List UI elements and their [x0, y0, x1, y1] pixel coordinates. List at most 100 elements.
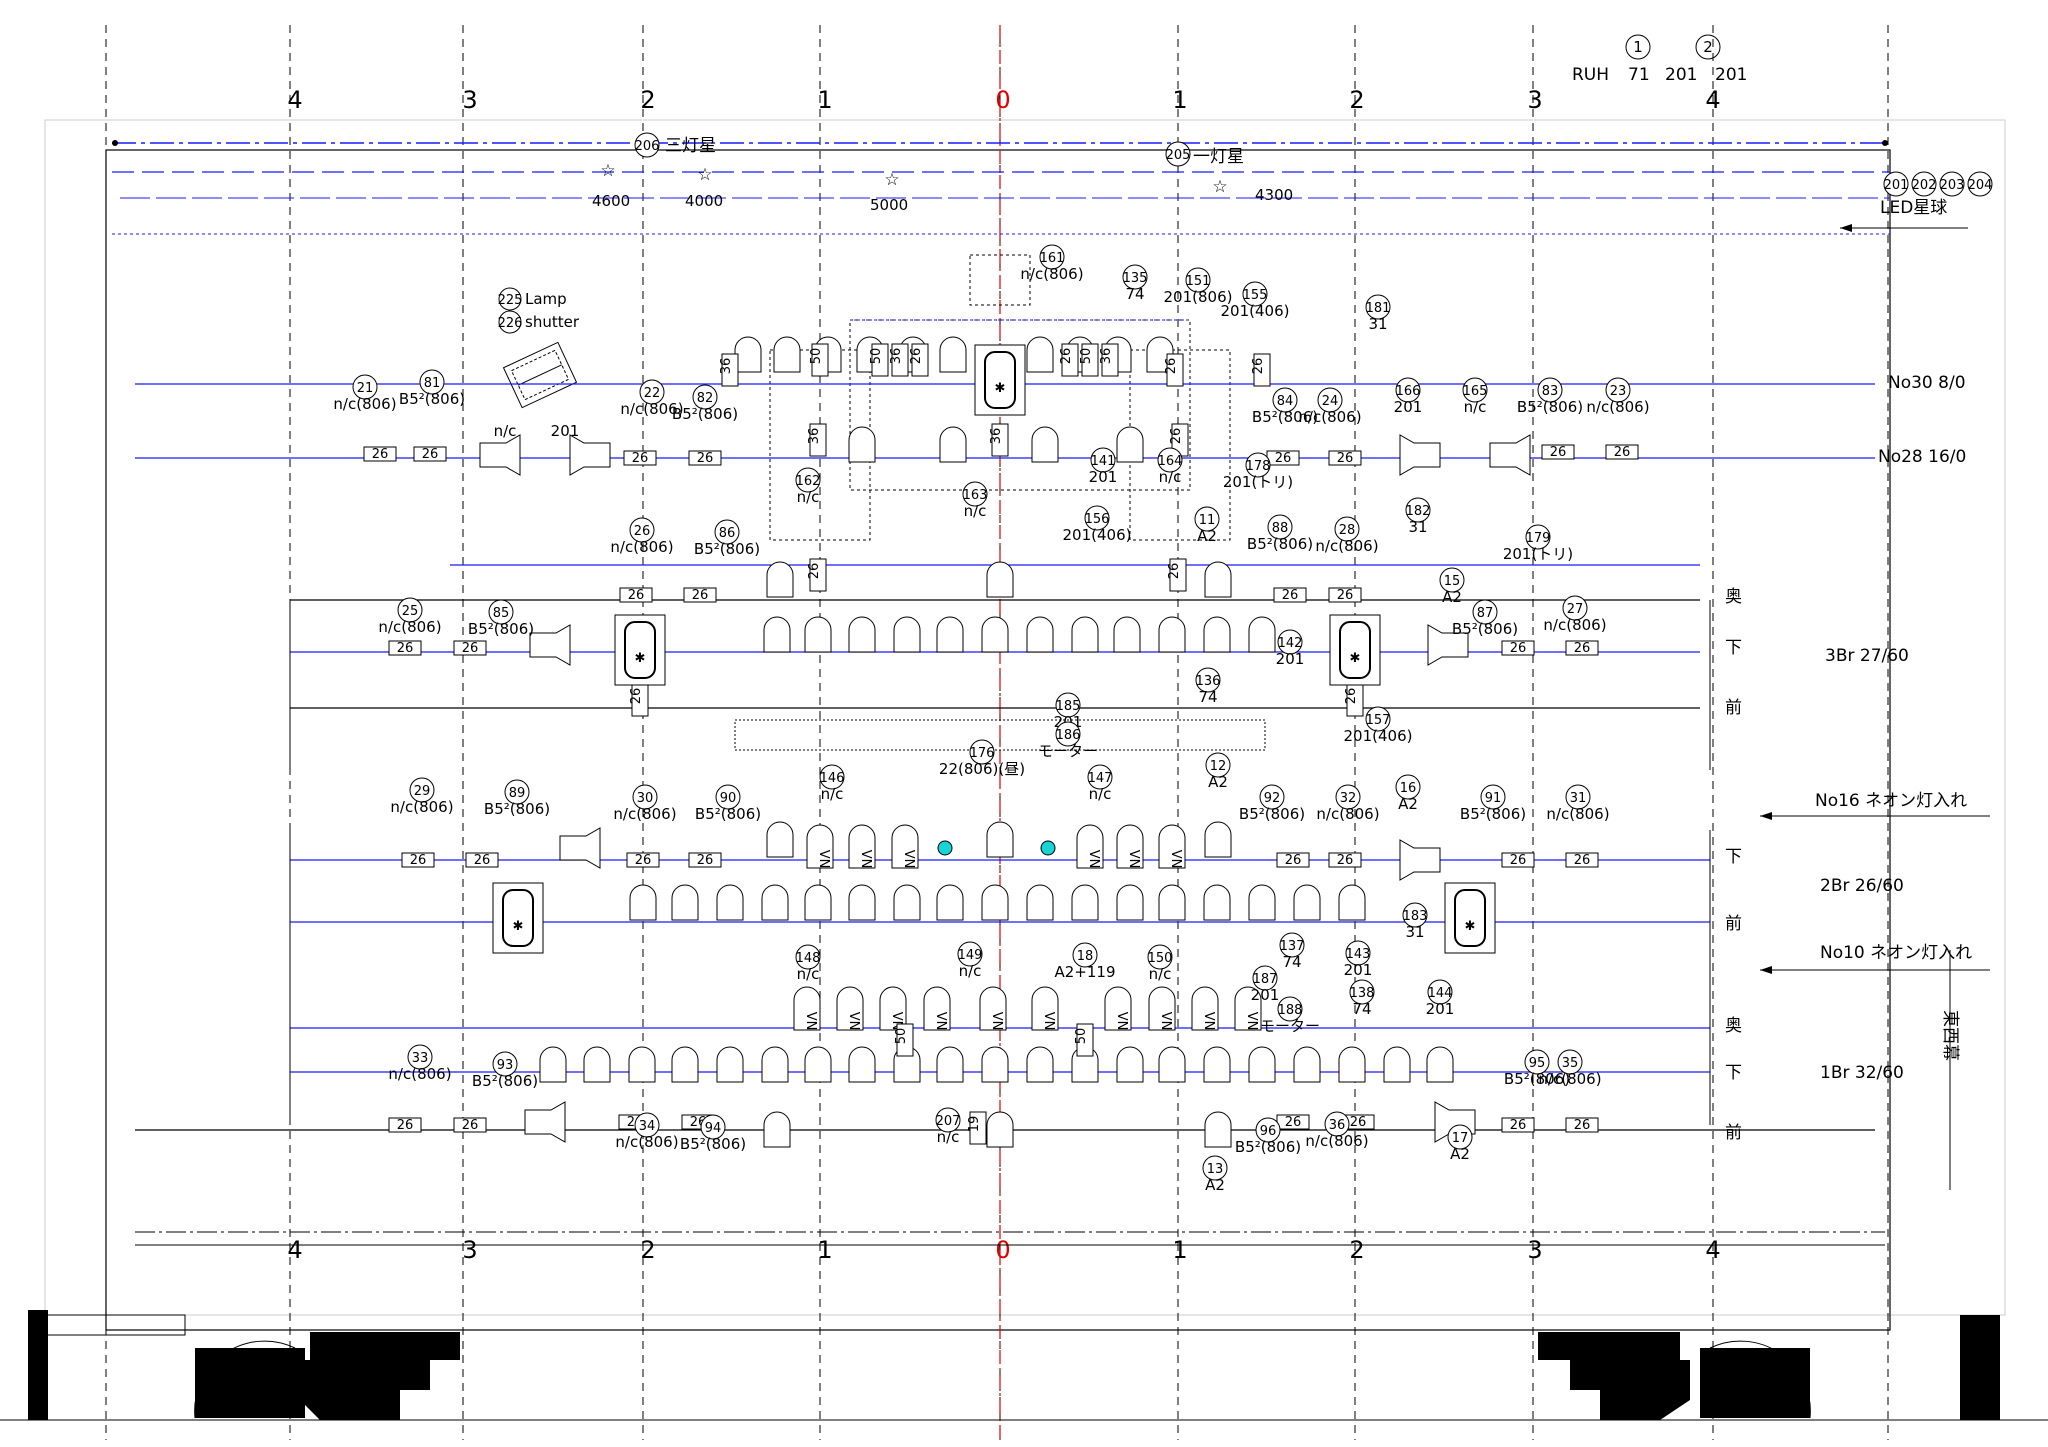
callout-text: 201: [551, 422, 580, 440]
callout-circle: [715, 784, 741, 810]
vn-fixture: [806, 824, 834, 869]
callout-text: B5²(806): [1252, 408, 1318, 426]
dimmer-box: [465, 852, 499, 868]
vn-label: VN: [1168, 850, 1183, 869]
lamp-num: 225: [498, 293, 523, 308]
dimmer-box: [1276, 852, 1310, 868]
dimmer-label: 26: [697, 451, 714, 466]
pipe-label-no28: No28 16/0: [1878, 447, 1966, 467]
callout-number: 31: [1570, 791, 1587, 806]
callout-circle: [407, 1044, 433, 1070]
vn-label: VN: [989, 1012, 1004, 1031]
callout-text: n/c: [937, 1128, 960, 1146]
callout-circle: [1345, 940, 1371, 966]
vertical-dimmer: [721, 353, 739, 387]
grid-label-bottom: 0: [995, 1236, 1010, 1264]
callout-number: 187: [1253, 972, 1278, 987]
callout-text: A2: [1208, 773, 1228, 791]
callout-number: 151: [1186, 274, 1211, 289]
vn-label: VN: [901, 850, 916, 869]
callout-number: 155: [1243, 288, 1268, 303]
legend-circle-2: 2: [1703, 38, 1713, 56]
callout-circle: [1267, 514, 1293, 540]
bridge3-shita: 下: [1725, 638, 1742, 658]
callout-text: モーター: [1260, 1017, 1320, 1035]
callout-text: 201: [1089, 468, 1118, 486]
vertical-dimmer: [871, 343, 889, 377]
bridge1-shita: 下: [1725, 1063, 1742, 1083]
par-fixture: [1204, 1111, 1232, 1148]
callout-circle: [1317, 387, 1343, 413]
vn-label: VN: [803, 1012, 818, 1031]
callout-circle: [819, 764, 845, 790]
dimmer-label: 26: [697, 853, 714, 868]
vertical-dimmer-label: 36: [989, 428, 1004, 445]
profile-spot: [529, 624, 571, 666]
callout-circle: [1402, 902, 1428, 928]
callout-text: n/c(806): [390, 798, 453, 816]
par-fixture: [1204, 561, 1232, 598]
follow-spot-icon: ✱: [995, 381, 1006, 396]
vn-label: VN: [1201, 1012, 1216, 1031]
par-fixture: [716, 884, 744, 921]
vn-fixture: [1191, 986, 1219, 1031]
dimmer-label: 26: [1337, 588, 1354, 603]
callout-text: A2: [1450, 1145, 1470, 1163]
vertical-dimmer-label: 36: [719, 358, 734, 375]
callout-number: 22: [644, 386, 661, 401]
dimmer-label: 26: [1614, 445, 1631, 460]
callout-number: 86: [719, 526, 736, 541]
dimmer-box: [1328, 587, 1362, 603]
callout-circle: [1039, 244, 1065, 270]
callout-circle: [969, 739, 995, 765]
par-fixture: [539, 1046, 567, 1083]
callout-number: 95: [1529, 1056, 1546, 1071]
bridge3-mae: 前: [1725, 698, 1742, 718]
callout-number: 136: [1196, 674, 1221, 689]
par-fixture: [986, 821, 1014, 858]
dimmer-label: 26: [462, 1118, 479, 1133]
callout-number: 23: [1610, 384, 1627, 399]
callout-circle: [1480, 784, 1506, 810]
callout-circle: [1087, 764, 1113, 790]
callout-text: 22(806)(昼): [939, 760, 1025, 778]
dimmer-label: 26: [1510, 853, 1527, 868]
dimmer-label: 26: [410, 853, 427, 868]
callout-circle: [1395, 774, 1421, 800]
callout-text: A2: [1398, 795, 1418, 813]
follow-spot-body: [984, 351, 1016, 409]
vertical-dimmer-label: 26: [909, 348, 924, 365]
vn-fixture: [1148, 986, 1176, 1031]
dimmer-box: [363, 446, 397, 462]
par-fixture: [893, 884, 921, 921]
par-fixture: [804, 1046, 832, 1083]
led-num-circle: [1967, 171, 1993, 197]
callout-number: 88: [1272, 521, 1289, 536]
dimmer-label: 26: [1282, 588, 1299, 603]
vertical-dimmer-label: 26: [1251, 358, 1266, 375]
callout-circle: [1365, 294, 1391, 320]
callout-circle: [632, 784, 658, 810]
par-fixture: [1203, 884, 1231, 921]
vertical-dimmer-label: 36: [889, 348, 904, 365]
callout-text: n/c: [959, 962, 982, 980]
dimmer-label: 26: [1510, 641, 1527, 656]
callout-text: 31: [1368, 315, 1387, 333]
callout-text: 74: [1125, 285, 1144, 303]
callout-number: 84: [1277, 394, 1294, 409]
vertical-dimmer: [1253, 353, 1271, 387]
par-fixture: [804, 884, 832, 921]
callout-text: n/c: [1149, 965, 1172, 983]
par-fixture: [1116, 426, 1144, 463]
callout-circle: [488, 599, 514, 625]
vn-fixture: [891, 824, 919, 869]
par-fixture: [1116, 884, 1144, 921]
dimmer-box: [388, 1117, 422, 1133]
vertical-dimmer-label: 26: [1344, 688, 1359, 705]
shutter-num: 226: [498, 316, 523, 331]
callout-text: B5²(806): [1235, 1138, 1301, 1156]
callout-text: 31: [1408, 518, 1427, 536]
dimmer-label: 26: [692, 588, 709, 603]
